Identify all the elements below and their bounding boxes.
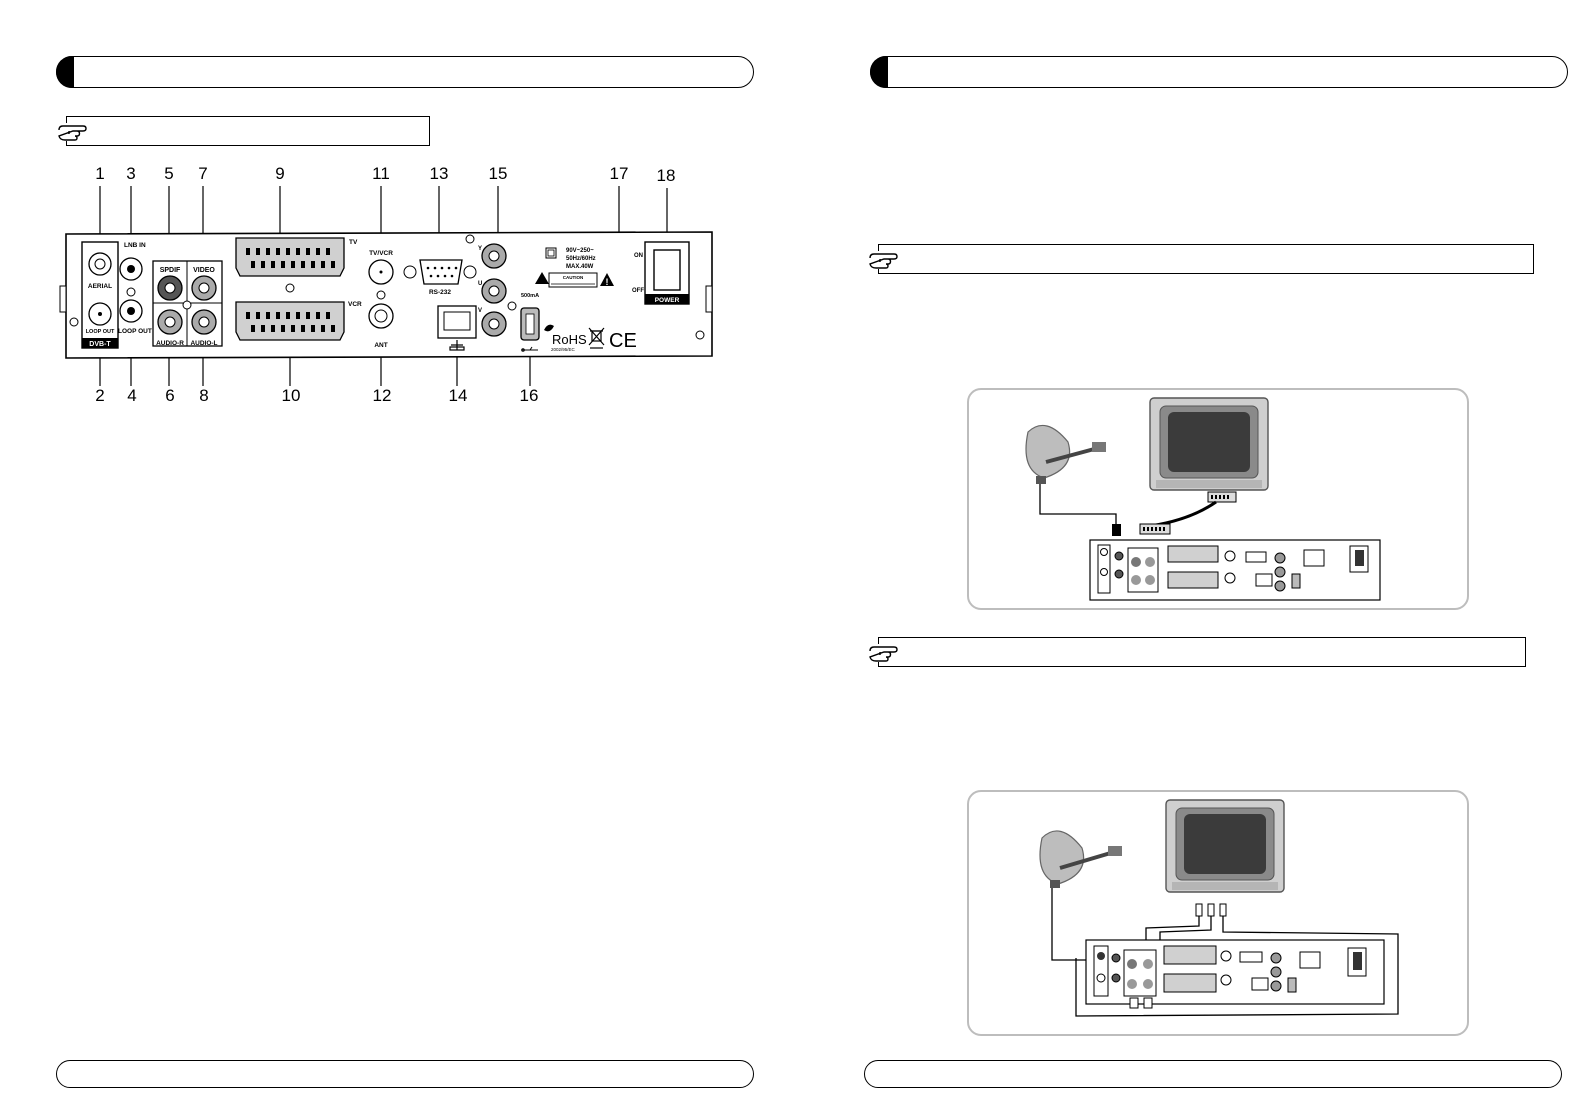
right-section-heading-box-1	[878, 244, 1534, 274]
rohs-subtext: 2002/95/EC	[551, 347, 576, 352]
callout-number: 17	[609, 164, 629, 183]
pointing-hand-icon	[867, 644, 899, 662]
off-label: OFF	[632, 288, 644, 294]
ant-label: ANT	[374, 342, 387, 349]
callout-number: 11	[372, 164, 390, 183]
spdif-label: SPDIF	[160, 267, 181, 274]
rohs-mark: RoHS	[552, 332, 587, 347]
callout-number: 13	[429, 164, 449, 183]
weee-bin-icon	[588, 327, 605, 349]
callout-number: 8	[199, 386, 209, 405]
callout-number: 10	[281, 386, 301, 405]
right-page-header-bar	[870, 56, 1568, 88]
svg-text:!: !	[606, 277, 609, 287]
power-rating-line3: MAX.40W	[566, 264, 594, 270]
callout-number: 1	[95, 164, 105, 183]
lnb-in-label: LNB IN	[124, 242, 146, 249]
left-section-heading-box	[66, 116, 430, 146]
ce-mark: CE	[609, 330, 637, 352]
callout-number: 18	[656, 166, 676, 185]
power-rating-line1: 90V~250~	[566, 248, 594, 254]
receiver-rear-panel-diagram: DVB-T AERIAL LOOP OUT LNB IN LOOP OUT SP…	[59, 186, 713, 386]
u-label: U	[478, 281, 482, 287]
power-rating-line2: 50Hz/60Hz	[566, 256, 596, 262]
callout-number: 12	[372, 386, 392, 405]
power-label: POWER	[655, 297, 680, 304]
pointing-hand-icon	[56, 123, 88, 141]
tv-vcr-label: TV/VCR	[369, 250, 393, 257]
audio-r-label: AUDIO-R	[156, 340, 184, 347]
header-tab-marker	[870, 56, 888, 88]
on-label: ON	[634, 253, 643, 259]
usb-rating-label: 500mA	[521, 293, 539, 299]
caution-label: CAUTION	[563, 275, 584, 280]
vcr-label: VCR	[348, 301, 362, 308]
audio-l-label: AUDIO-L	[190, 340, 217, 347]
callout-number: 6	[165, 386, 175, 405]
v-label: V	[478, 308, 482, 314]
callout-number: 15	[488, 164, 508, 183]
callout-number: 4	[127, 386, 137, 405]
left-page-footer-bar	[56, 1060, 754, 1088]
callout-number: 2	[95, 386, 105, 405]
callout-number: 14	[448, 386, 468, 405]
y-label: Y	[478, 246, 482, 252]
loop-out-label: LOOP OUT	[118, 328, 152, 335]
callout-number: 16	[519, 386, 539, 405]
tv-label: TV	[349, 239, 358, 246]
rca-connection-diagram	[1039, 799, 1399, 1017]
aerial-label: AERIAL	[88, 283, 112, 290]
scart-connection-diagram	[1025, 397, 1381, 601]
left-page-header-bar	[56, 56, 754, 88]
callout-number: 3	[126, 164, 136, 183]
pointing-hand-icon	[867, 251, 899, 269]
callout-number: 5	[164, 164, 174, 183]
callout-number: 9	[275, 164, 285, 183]
right-page-footer-bar	[864, 1060, 1562, 1088]
callout-number: 7	[198, 164, 208, 183]
dvbt-label: DVB-T	[89, 341, 111, 348]
loop-out-small-label: LOOP OUT	[86, 329, 115, 335]
rs232-label: RS-232	[429, 289, 451, 296]
video-label: VIDEO	[193, 267, 215, 274]
header-tab-marker	[56, 56, 74, 88]
right-section-heading-box-2	[878, 637, 1526, 667]
